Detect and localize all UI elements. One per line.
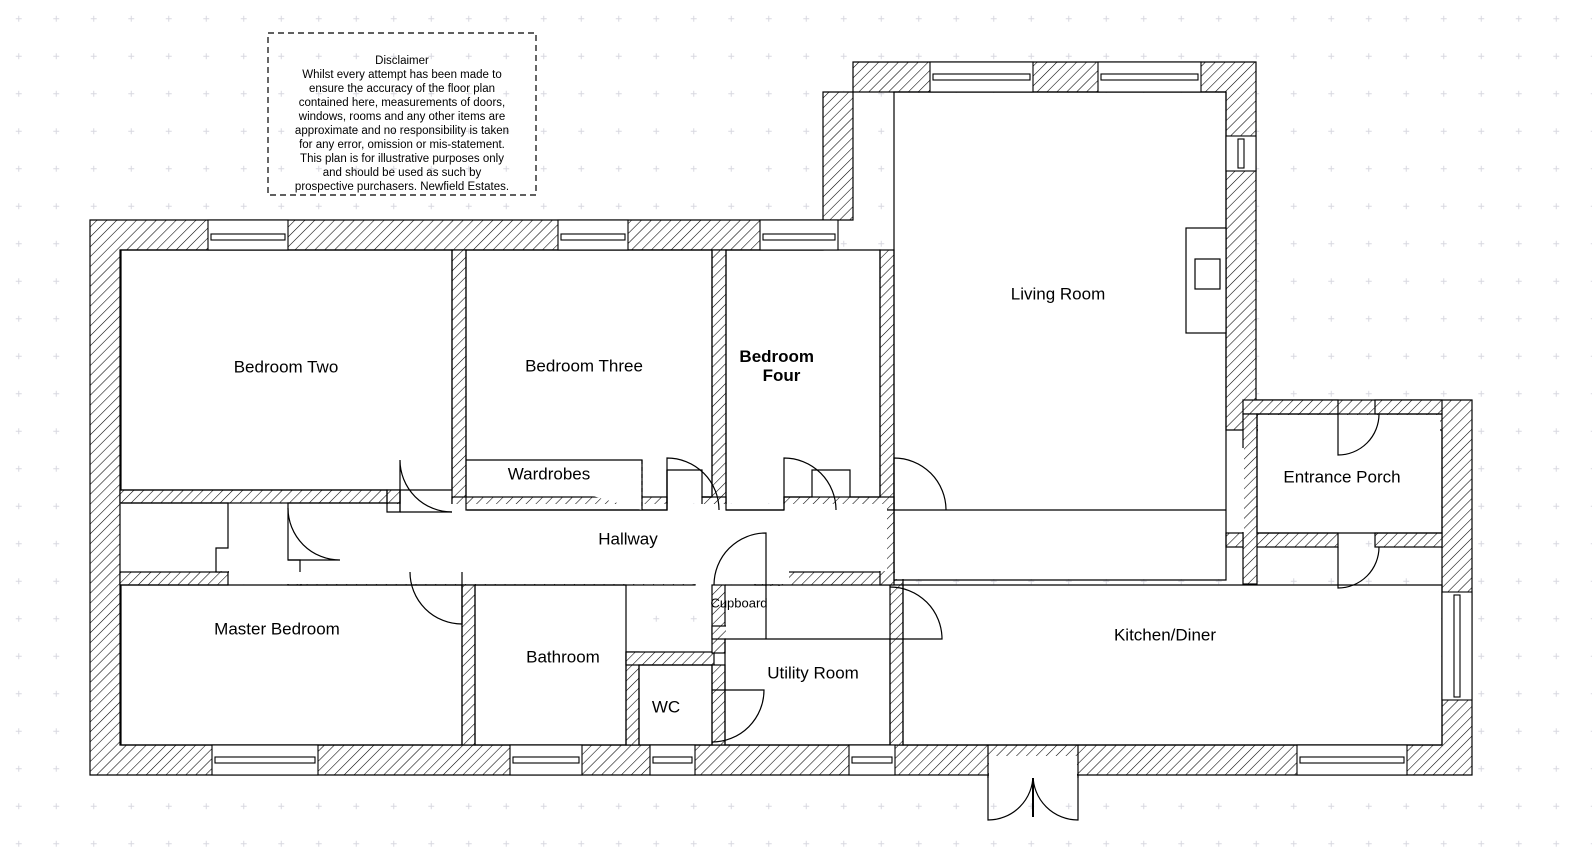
wall-bed3-bed4 bbox=[711, 249, 727, 511]
disclaimer-line-2: ensure the accuracy of the floor plan bbox=[309, 83, 495, 95]
window-bedroom-three-north bbox=[557, 219, 629, 251]
door-wc bbox=[711, 689, 765, 743]
window-bathroom-south bbox=[509, 744, 583, 776]
disclaimer-line-9: prospective purchasers. Newfield Estates… bbox=[295, 181, 509, 193]
door-kitchen-french-doubles bbox=[987, 774, 1079, 821]
door-bathroom bbox=[409, 571, 463, 625]
label-utility-room: Utility Room bbox=[767, 663, 859, 682]
wall-master-bath bbox=[461, 584, 476, 746]
fireplace bbox=[1185, 227, 1227, 334]
room-labels-group: Bedroom Two Bedroom Three Bedroom Four M… bbox=[214, 284, 1400, 716]
window-master-bedroom-south bbox=[211, 744, 319, 776]
window-kitchen-east bbox=[1441, 591, 1473, 701]
label-bathroom: Bathroom bbox=[526, 647, 600, 666]
disclaimer-line-3: contained here, measurements of doors, bbox=[299, 97, 505, 109]
wall-utility-kitchen bbox=[889, 584, 904, 746]
window-living-room-north-left bbox=[929, 61, 1034, 93]
window-utility-south bbox=[848, 744, 896, 776]
label-cupboard: Cupboard bbox=[710, 595, 767, 610]
wall-wc-utility bbox=[711, 664, 726, 746]
wall-hall-south-left bbox=[119, 571, 229, 586]
disclaimer-line-8: and should be used as such by bbox=[323, 167, 482, 179]
label-bedroom-three: Bedroom Three bbox=[525, 356, 643, 375]
disclaimer-line-7: This plan is for illustrative purposes o… bbox=[300, 153, 504, 165]
door-cupboard bbox=[713, 532, 767, 586]
door-bedroom-three bbox=[666, 457, 720, 511]
door-master-bedroom bbox=[287, 507, 341, 561]
door-porch-north bbox=[1337, 413, 1380, 456]
wall-bath-wc bbox=[625, 651, 640, 746]
disclaimer-line-5: approximate and no responsibility is tak… bbox=[295, 125, 509, 137]
disclaimer-border bbox=[267, 32, 537, 196]
wall-porch-north bbox=[1242, 399, 1339, 415]
label-entrance-porch: Entrance Porch bbox=[1283, 467, 1400, 486]
wall-porch-north-right bbox=[1374, 399, 1443, 415]
window-bedroom-four-north bbox=[759, 219, 839, 251]
disclaimer-line-1: Whilst every attempt has been made to bbox=[302, 69, 501, 81]
door-living-room bbox=[893, 457, 947, 511]
disclaimer-box: Disclaimer Whilst every attempt has been… bbox=[267, 32, 537, 196]
door-bedroom-two bbox=[399, 459, 453, 513]
wardrobes-unit bbox=[466, 459, 643, 510]
disclaimer-heading: Disclaimer bbox=[375, 55, 429, 67]
wall-kitchen-porch-join bbox=[1225, 532, 1244, 548]
wall-bed2-hall bbox=[119, 489, 401, 504]
label-master-bedroom: Master Bedroom bbox=[214, 619, 340, 638]
window-living-room-north-right bbox=[1097, 61, 1202, 93]
windows-group bbox=[207, 61, 1473, 776]
door-openings bbox=[989, 756, 1077, 778]
label-bedroom-two: Bedroom Two bbox=[234, 357, 339, 376]
label-wc: WC bbox=[652, 697, 680, 716]
label-bedroom-four: Bedroom Four bbox=[739, 347, 856, 385]
features-group bbox=[466, 227, 1227, 510]
label-living-room: Living Room bbox=[1011, 284, 1106, 303]
label-hallway: Hallway bbox=[598, 529, 658, 548]
wall-bed2-bed3 bbox=[451, 249, 467, 511]
door-utility-kitchen bbox=[889, 586, 943, 640]
door-bedroom-four bbox=[783, 457, 837, 511]
disclaimer-line-6: for any error, omission or mis-statement… bbox=[299, 139, 505, 151]
disclaimer-line-4: windows, rooms and any other items are bbox=[298, 111, 505, 123]
label-wardrobes: Wardrobes bbox=[508, 464, 591, 483]
window-kitchen-south bbox=[1296, 744, 1408, 776]
label-bedroom-four-line1: Bedroom bbox=[739, 347, 814, 366]
doors-group bbox=[287, 413, 1380, 821]
room-fills bbox=[121, 93, 1441, 744]
door-porch-south bbox=[1337, 546, 1380, 589]
window-living-room-east bbox=[1225, 135, 1257, 172]
window-wc-south bbox=[649, 744, 696, 776]
wall-porch-west bbox=[1242, 413, 1258, 585]
window-bedroom-two-north bbox=[207, 219, 289, 251]
door-opening-edges bbox=[987, 745, 1079, 778]
wall-porch-south-right bbox=[1374, 532, 1443, 548]
label-kitchen-diner: Kitchen/Diner bbox=[1114, 625, 1216, 644]
label-bedroom-four-line2: Four bbox=[763, 366, 801, 385]
wall-wc-north bbox=[625, 651, 715, 666]
